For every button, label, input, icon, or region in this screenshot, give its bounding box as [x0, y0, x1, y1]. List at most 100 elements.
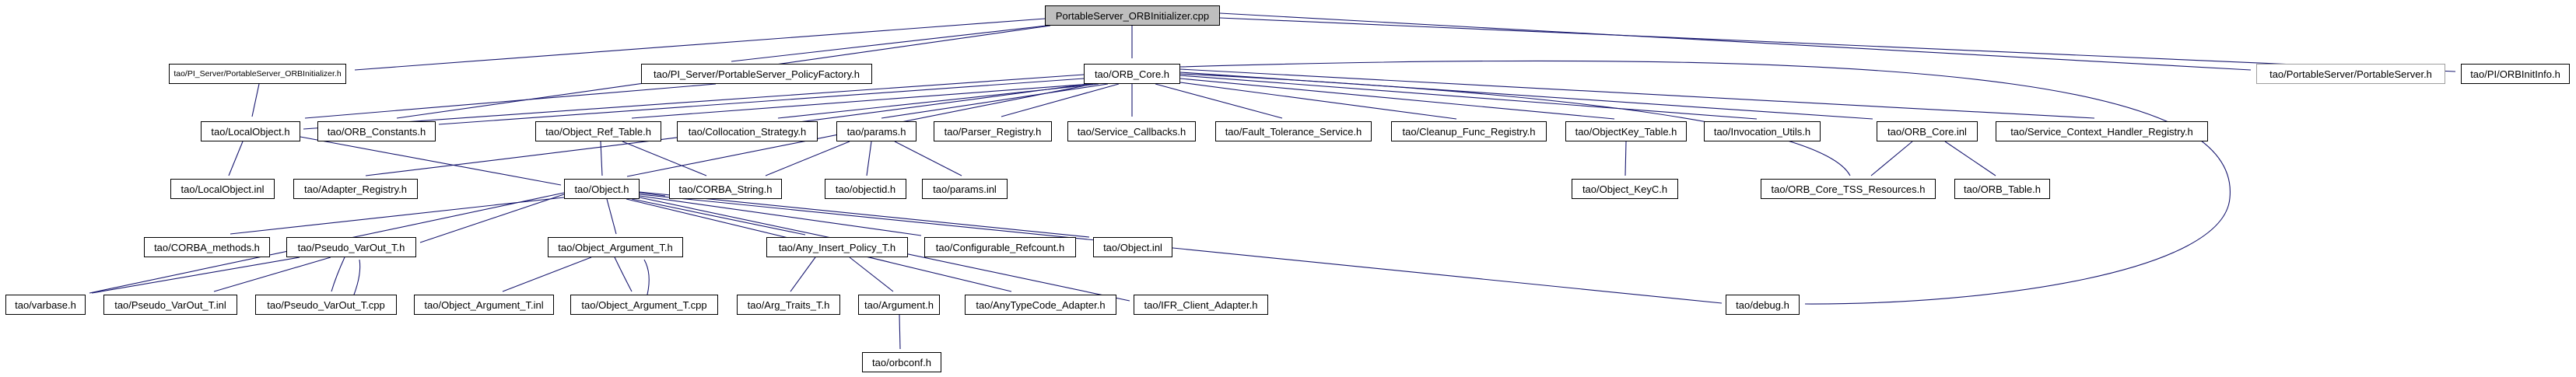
node-argument-h[interactable]: tao/Argument.h — [858, 295, 940, 315]
node-label: tao/params.h — [846, 125, 906, 138]
node-label: tao/Pseudo_VarOut_T.h — [297, 241, 405, 253]
node-label: tao/PI_Server/PortableServer_PolicyFacto… — [654, 68, 860, 80]
node-params-h[interactable]: tao/params.h — [836, 121, 916, 141]
edge-orb-core-h-to-parser-registry-h — [1001, 83, 1120, 117]
node-debug-h[interactable]: tao/debug.h — [1726, 295, 1800, 315]
edge-orb-core-inl-to-orb-core-tss-resources-h — [1870, 141, 1913, 176]
edge-orb-core-h-to-params-h — [881, 83, 1109, 119]
node-label: tao/orbconf.h — [872, 356, 931, 368]
node-anytypecode-adapter-h[interactable]: tao/AnyTypeCode_Adapter.h — [965, 295, 1116, 315]
edge-portableserver-orbinitializer-cpp-to-portableserver-portableserver-h — [1219, 12, 2252, 71]
node-object-argument-t-inl[interactable]: tao/Object_Argument_T.inl — [414, 295, 554, 315]
edge-localobject-h-to-localobject-inl — [228, 141, 244, 176]
node-label: tao/Adapter_Registry.h — [304, 183, 407, 195]
edge-object-argument-t-h-to-object-argument-t-cpp — [614, 257, 633, 292]
node-ifr-client-adapter-h[interactable]: tao/IFR_Client_Adapter.h — [1134, 295, 1268, 315]
node-label: tao/ORB_Core.h — [1094, 68, 1170, 80]
node-label: tao/LocalObject.inl — [180, 183, 265, 195]
edge-orb-core-inl-to-orb-table-h — [1944, 141, 1996, 176]
node-object-ref-table-h[interactable]: tao/Object_Ref_Table.h — [535, 121, 661, 141]
node-params-inl[interactable]: tao/params.inl — [922, 179, 1008, 199]
node-pi-orbinitinfo-h[interactable]: tao/PI/ORBInitInfo.h — [2461, 64, 2570, 84]
node-varbase-h[interactable]: tao/varbase.h — [5, 295, 86, 315]
edge-any-insert-policy-t-h-to-argument-h — [849, 257, 894, 292]
node-pseudo-varout-t-cpp[interactable]: tao/Pseudo_VarOut_T.cpp — [255, 295, 397, 315]
node-label: tao/Any_Insert_Policy_T.h — [778, 241, 896, 253]
node-collocation-strategy-h[interactable]: tao/Collocation_Strategy.h — [677, 121, 818, 141]
node-object-inl[interactable]: tao/Object.inl — [1093, 237, 1172, 257]
node-label: tao/Collocation_Strategy.h — [688, 125, 807, 138]
node-localobject-h[interactable]: tao/LocalObject.h — [201, 121, 300, 141]
node-objectid-h[interactable]: tao/objectid.h — [825, 179, 906, 199]
node-pi-server-portableserver-policyfactory-h[interactable]: tao/PI_Server/PortableServer_PolicyFacto… — [641, 64, 872, 84]
node-label: tao/Object_Ref_Table.h — [545, 125, 651, 138]
node-orb-constants-h[interactable]: tao/ORB_Constants.h — [317, 121, 436, 141]
node-label: tao/params.inl — [933, 183, 997, 195]
node-fault-tolerance-service-h[interactable]: tao/Fault_Tolerance_Service.h — [1215, 121, 1372, 141]
node-label: tao/varbase.h — [15, 298, 76, 311]
edge-portableserver-orbinitializer-cpp-to-pi-orbinitinfo-h — [1219, 17, 2456, 72]
edge-params-h-to-objectid-h — [866, 141, 872, 176]
node-pi-server-portableserver-orbinitializer-h[interactable]: tao/PI_Server/PortableServer_ORBInitiali… — [169, 64, 346, 84]
node-service-callbacks-h[interactable]: tao/Service_Callbacks.h — [1067, 121, 1196, 141]
edge-object-h-to-corba-methods-h — [230, 197, 565, 235]
node-label: tao/Cleanup_Func_Registry.h — [1402, 125, 1536, 138]
node-orb-core-inl[interactable]: tao/ORB_Core.inl — [1877, 121, 1978, 141]
edge-pseudo-varout-t-h-to-pseudo-varout-t-inl — [213, 257, 331, 292]
edge-orb-core-h-to-object-ref-table-h — [631, 83, 1092, 119]
node-arg-traits-t-h[interactable]: tao/Arg_Traits_T.h — [737, 295, 840, 315]
node-portableserver-portableserver-h[interactable]: tao/PortableServer/PortableServer.h — [2256, 64, 2445, 84]
edge-object-h-to-any-insert-policy-t-h — [631, 198, 806, 236]
node-adapter-registry-h[interactable]: tao/Adapter_Registry.h — [293, 179, 418, 199]
node-parser-registry-h[interactable]: tao/Parser_Registry.h — [934, 121, 1052, 141]
edge-pseudo-varout-t-cpp-to-pseudo-varout-t-h — [353, 259, 361, 295]
node-orbconf-h[interactable]: tao/orbconf.h — [862, 352, 941, 372]
node-object-argument-t-cpp[interactable]: tao/Object_Argument_T.cpp — [570, 295, 718, 315]
node-orb-table-h[interactable]: tao/ORB_Table.h — [1954, 179, 2050, 199]
node-label: tao/Fault_Tolerance_Service.h — [1225, 125, 1362, 138]
node-object-h[interactable]: tao/Object.h — [564, 179, 640, 199]
node-pseudo-varout-t-h[interactable]: tao/Pseudo_VarOut_T.h — [286, 237, 416, 257]
node-objectkey-table-h[interactable]: tao/ObjectKey_Table.h — [1565, 121, 1687, 141]
edge-pi-server-portableserver-orbinitializer-h-to-localobject-h — [251, 83, 260, 117]
node-label: tao/CORBA_methods.h — [154, 241, 260, 253]
edge-orb-core-h-to-orb-core-tss-resources-h — [1179, 73, 1851, 176]
node-invocation-utils-h[interactable]: tao/Invocation_Utils.h — [1704, 121, 1821, 141]
node-portableserver-orbinitializer-cpp[interactable]: PortableServer_ORBInitializer.cpp — [1045, 5, 1220, 26]
node-label: tao/Object.h — [574, 183, 629, 195]
node-cleanup-func-registry-h[interactable]: tao/Cleanup_Func_Registry.h — [1391, 121, 1547, 141]
node-corba-methods-h[interactable]: tao/CORBA_methods.h — [144, 237, 270, 257]
edge-orb-core-h-to-invocation-utils-h — [1179, 75, 1758, 120]
edge-object-h-to-pseudo-varout-t-h — [419, 194, 565, 243]
edge-orb-core-h-to-localobject-h — [303, 74, 1085, 130]
node-label: tao/Pseudo_VarOut_T.inl — [114, 298, 226, 311]
node-label: tao/debug.h — [1736, 298, 1789, 311]
edge-objectkey-table-h-to-object-keyc-h — [1624, 141, 1627, 176]
node-label: tao/AnyTypeCode_Adapter.h — [976, 298, 1106, 311]
node-label: tao/LocalObject.h — [211, 125, 290, 138]
node-pseudo-varout-t-inl[interactable]: tao/Pseudo_VarOut_T.inl — [103, 295, 237, 315]
edge-orb-core-h-to-cleanup-func-registry-h — [1179, 82, 1457, 120]
node-service-context-handler-registry-h[interactable]: tao/Service_Context_Handler_Registry.h — [1996, 121, 2208, 141]
node-any-insert-policy-t-h[interactable]: tao/Any_Insert_Policy_T.h — [766, 237, 908, 257]
node-object-argument-t-h[interactable]: tao/Object_Argument_T.h — [548, 237, 683, 257]
edge-pseudo-varout-t-h-to-pseudo-varout-t-cpp — [331, 257, 345, 292]
node-orb-core-tss-resources-h[interactable]: tao/ORB_Core_TSS_Resources.h — [1761, 179, 1936, 199]
node-label: tao/Argument.h — [864, 298, 934, 311]
edge-portableserver-orbinitializer-cpp-to-pi-server-portableserver-policyfactory-h — [731, 25, 1047, 62]
node-label: tao/IFR_Client_Adapter.h — [1144, 298, 1258, 311]
edge-object-h-to-object-argument-t-h — [606, 198, 617, 235]
node-label: tao/Parser_Registry.h — [944, 125, 1042, 138]
node-label: PortableServer_ORBInitializer.cpp — [1055, 9, 1210, 22]
edge-pseudo-varout-t-h-to-varbase-h — [91, 257, 300, 294]
edge-pi-server-portableserver-policyfactory-h-to-localobject-h — [304, 83, 717, 119]
node-object-keyc-h[interactable]: tao/Object_KeyC.h — [1572, 179, 1678, 199]
node-label: tao/PI_Server/PortableServer_ORBInitiali… — [173, 69, 342, 79]
node-corba-string-h[interactable]: tao/CORBA_String.h — [669, 179, 782, 199]
node-label: tao/PI/ORBInitInfo.h — [2470, 68, 2560, 80]
node-orb-core-h[interactable]: tao/ORB_Core.h — [1084, 64, 1180, 84]
node-localobject-inl[interactable]: tao/LocalObject.inl — [170, 179, 275, 199]
node-label: tao/Object.inl — [1103, 241, 1162, 253]
node-configurable-refcount-h[interactable]: tao/Configurable_Refcount.h — [924, 237, 1076, 257]
